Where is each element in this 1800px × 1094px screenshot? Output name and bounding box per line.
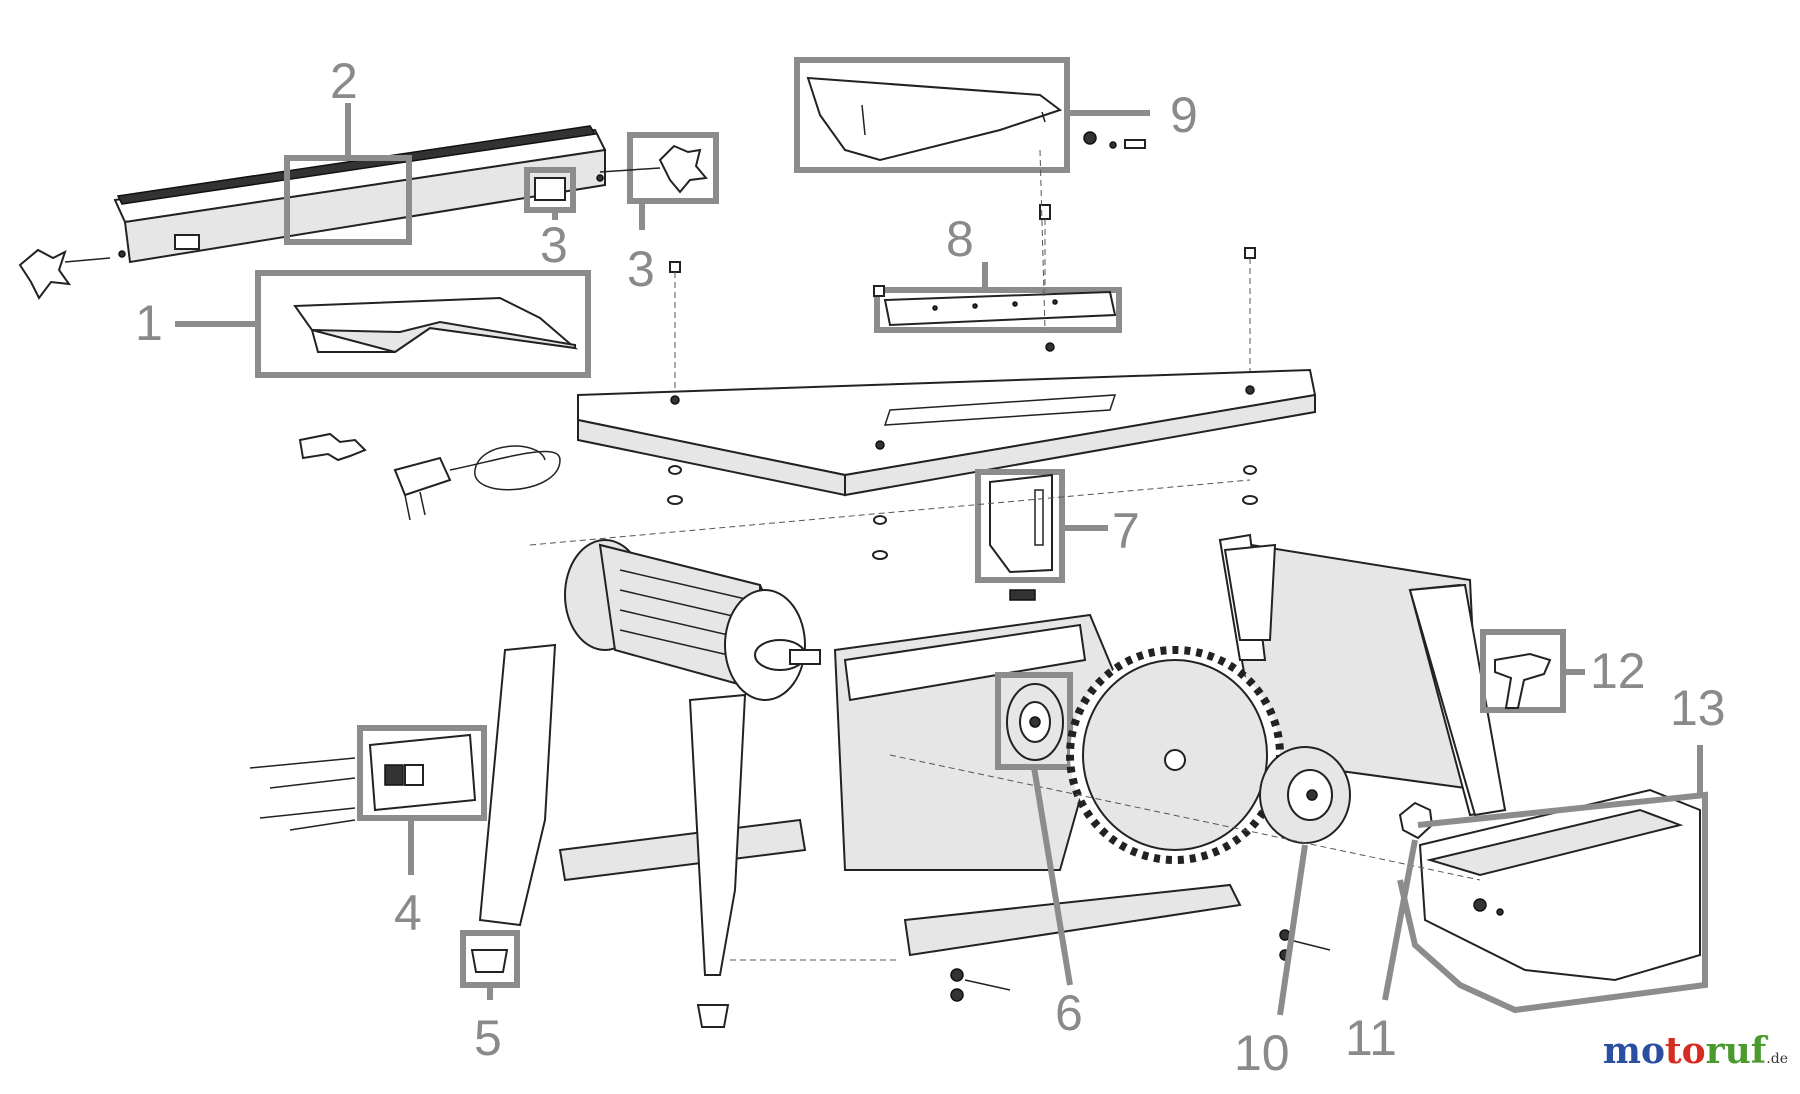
callout-5: 5: [474, 1010, 502, 1066]
part-4-shape: [368, 733, 477, 812]
fasteners-9: [1083, 131, 1146, 149]
callout-13: 13: [1670, 680, 1726, 736]
part-13-box: [1397, 791, 1708, 1014]
callout-12: 12: [1590, 643, 1646, 699]
part-13-shape: [1418, 788, 1701, 982]
part-8-shape: [883, 290, 1117, 327]
callout-10: 10: [1234, 1025, 1290, 1081]
motor: [564, 539, 821, 701]
screws-4: [249, 757, 356, 831]
power-switch: [298, 432, 367, 462]
callout-9: 9: [1170, 87, 1198, 143]
logo-part-ruf: ruf: [1705, 1030, 1767, 1072]
part-11-shape: [1398, 801, 1434, 840]
part-4-box: [357, 725, 487, 821]
legs: [478, 543, 1507, 976]
part-6-shape: [1006, 683, 1064, 761]
foot-lower: [696, 1004, 730, 1028]
callout-3-left: 3: [540, 217, 568, 273]
callout-1: 1: [135, 295, 163, 351]
saw-frame: [558, 533, 1507, 957]
washers: [667, 465, 1258, 560]
callout-6: 6: [1055, 985, 1083, 1041]
leader-lines: [175, 103, 1703, 1016]
motoruf-logo[interactable]: motoruf.de: [1603, 1030, 1788, 1072]
part-12-shape: [1494, 652, 1552, 709]
callout-7: 7: [1112, 503, 1140, 559]
part-3-box-left: [524, 167, 576, 213]
part-10-shape: [1259, 746, 1351, 844]
part-9-shape: [806, 76, 1063, 162]
callout-11: 11: [1345, 1010, 1397, 1066]
callout-8: 8: [946, 211, 974, 267]
callout-2: 2: [330, 53, 358, 109]
part-1-shape: [293, 296, 579, 354]
part-3-box-right: [627, 132, 719, 204]
part-7-shape: [989, 473, 1053, 601]
part-8-box: [874, 287, 1122, 333]
power-plug-cable: [393, 445, 561, 521]
saw-blade: [1066, 646, 1284, 864]
callout-4: 4: [394, 885, 422, 941]
part-5-shape: [470, 949, 509, 973]
callout-3-right: 3: [627, 241, 655, 297]
logo-tld: .de: [1766, 1051, 1788, 1067]
logo-part-to: to: [1665, 1030, 1706, 1072]
fence-knob-right: [599, 144, 708, 194]
assembly-lines: [529, 149, 1481, 961]
table-top: [577, 342, 1317, 497]
rip-fence: [113, 125, 607, 264]
logo-part-mo: mo: [1602, 1030, 1666, 1072]
fence-knob-left: [18, 248, 111, 300]
